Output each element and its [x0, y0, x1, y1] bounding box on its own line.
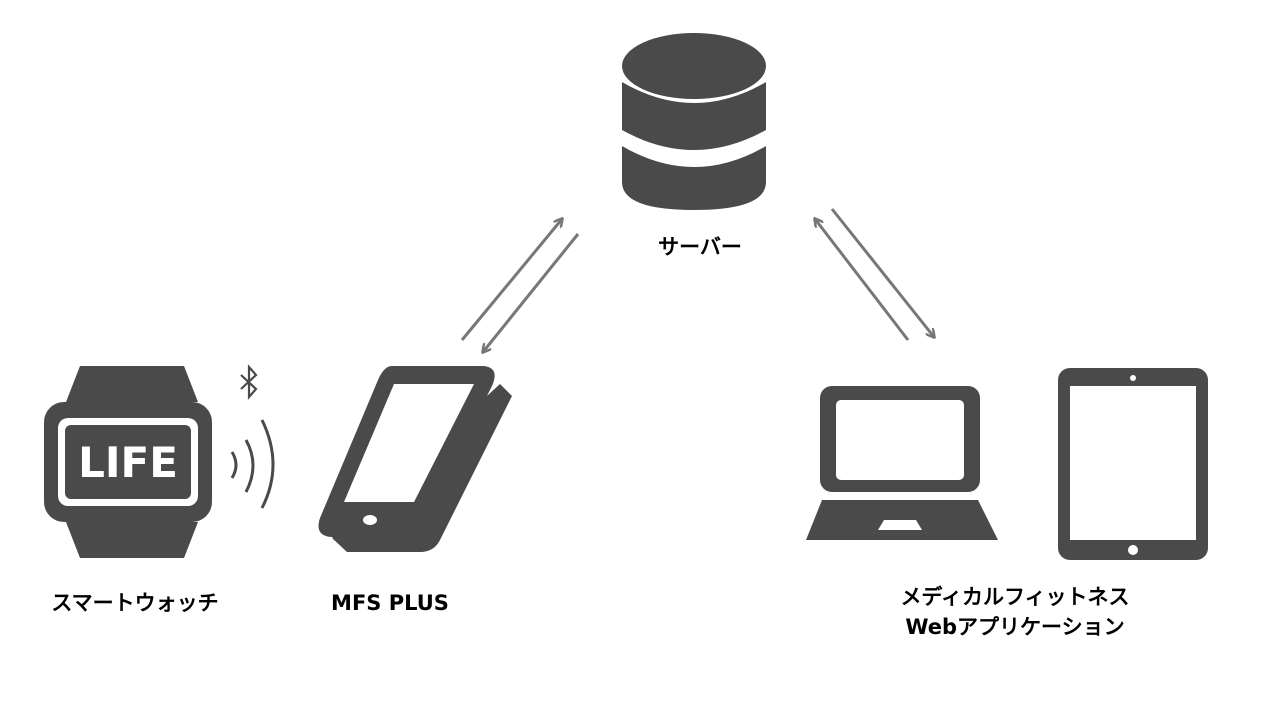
database-icon: [622, 33, 766, 210]
server-label: サーバー: [658, 235, 742, 259]
arrow-phone-to-server: [460, 219, 562, 341]
arrow-server-to-phone: [483, 233, 580, 352]
smartphone-icon: [318, 366, 512, 552]
arrow-server-to-webapp: [830, 208, 934, 337]
bluetooth-icon: [240, 364, 258, 400]
laptop-icon: [806, 386, 998, 540]
phone-server-arrows: [460, 219, 580, 352]
arrow-webapp-to-server: [815, 219, 910, 341]
smartwatch-label: スマートウォッチ: [51, 591, 219, 615]
smartwatch-icon: LIFE: [44, 366, 212, 558]
phone-label: MFS PLUS: [331, 591, 449, 615]
webapp-label-line1: メディカルフィットネス: [900, 585, 1130, 609]
watch-screen-text: LIFE: [78, 438, 178, 487]
wireless-signal-icon: [230, 419, 275, 509]
webapp-label-line2: Webアプリケーション: [905, 615, 1125, 639]
tablet-icon: [1058, 368, 1208, 560]
webapp-server-arrows: [815, 208, 934, 341]
